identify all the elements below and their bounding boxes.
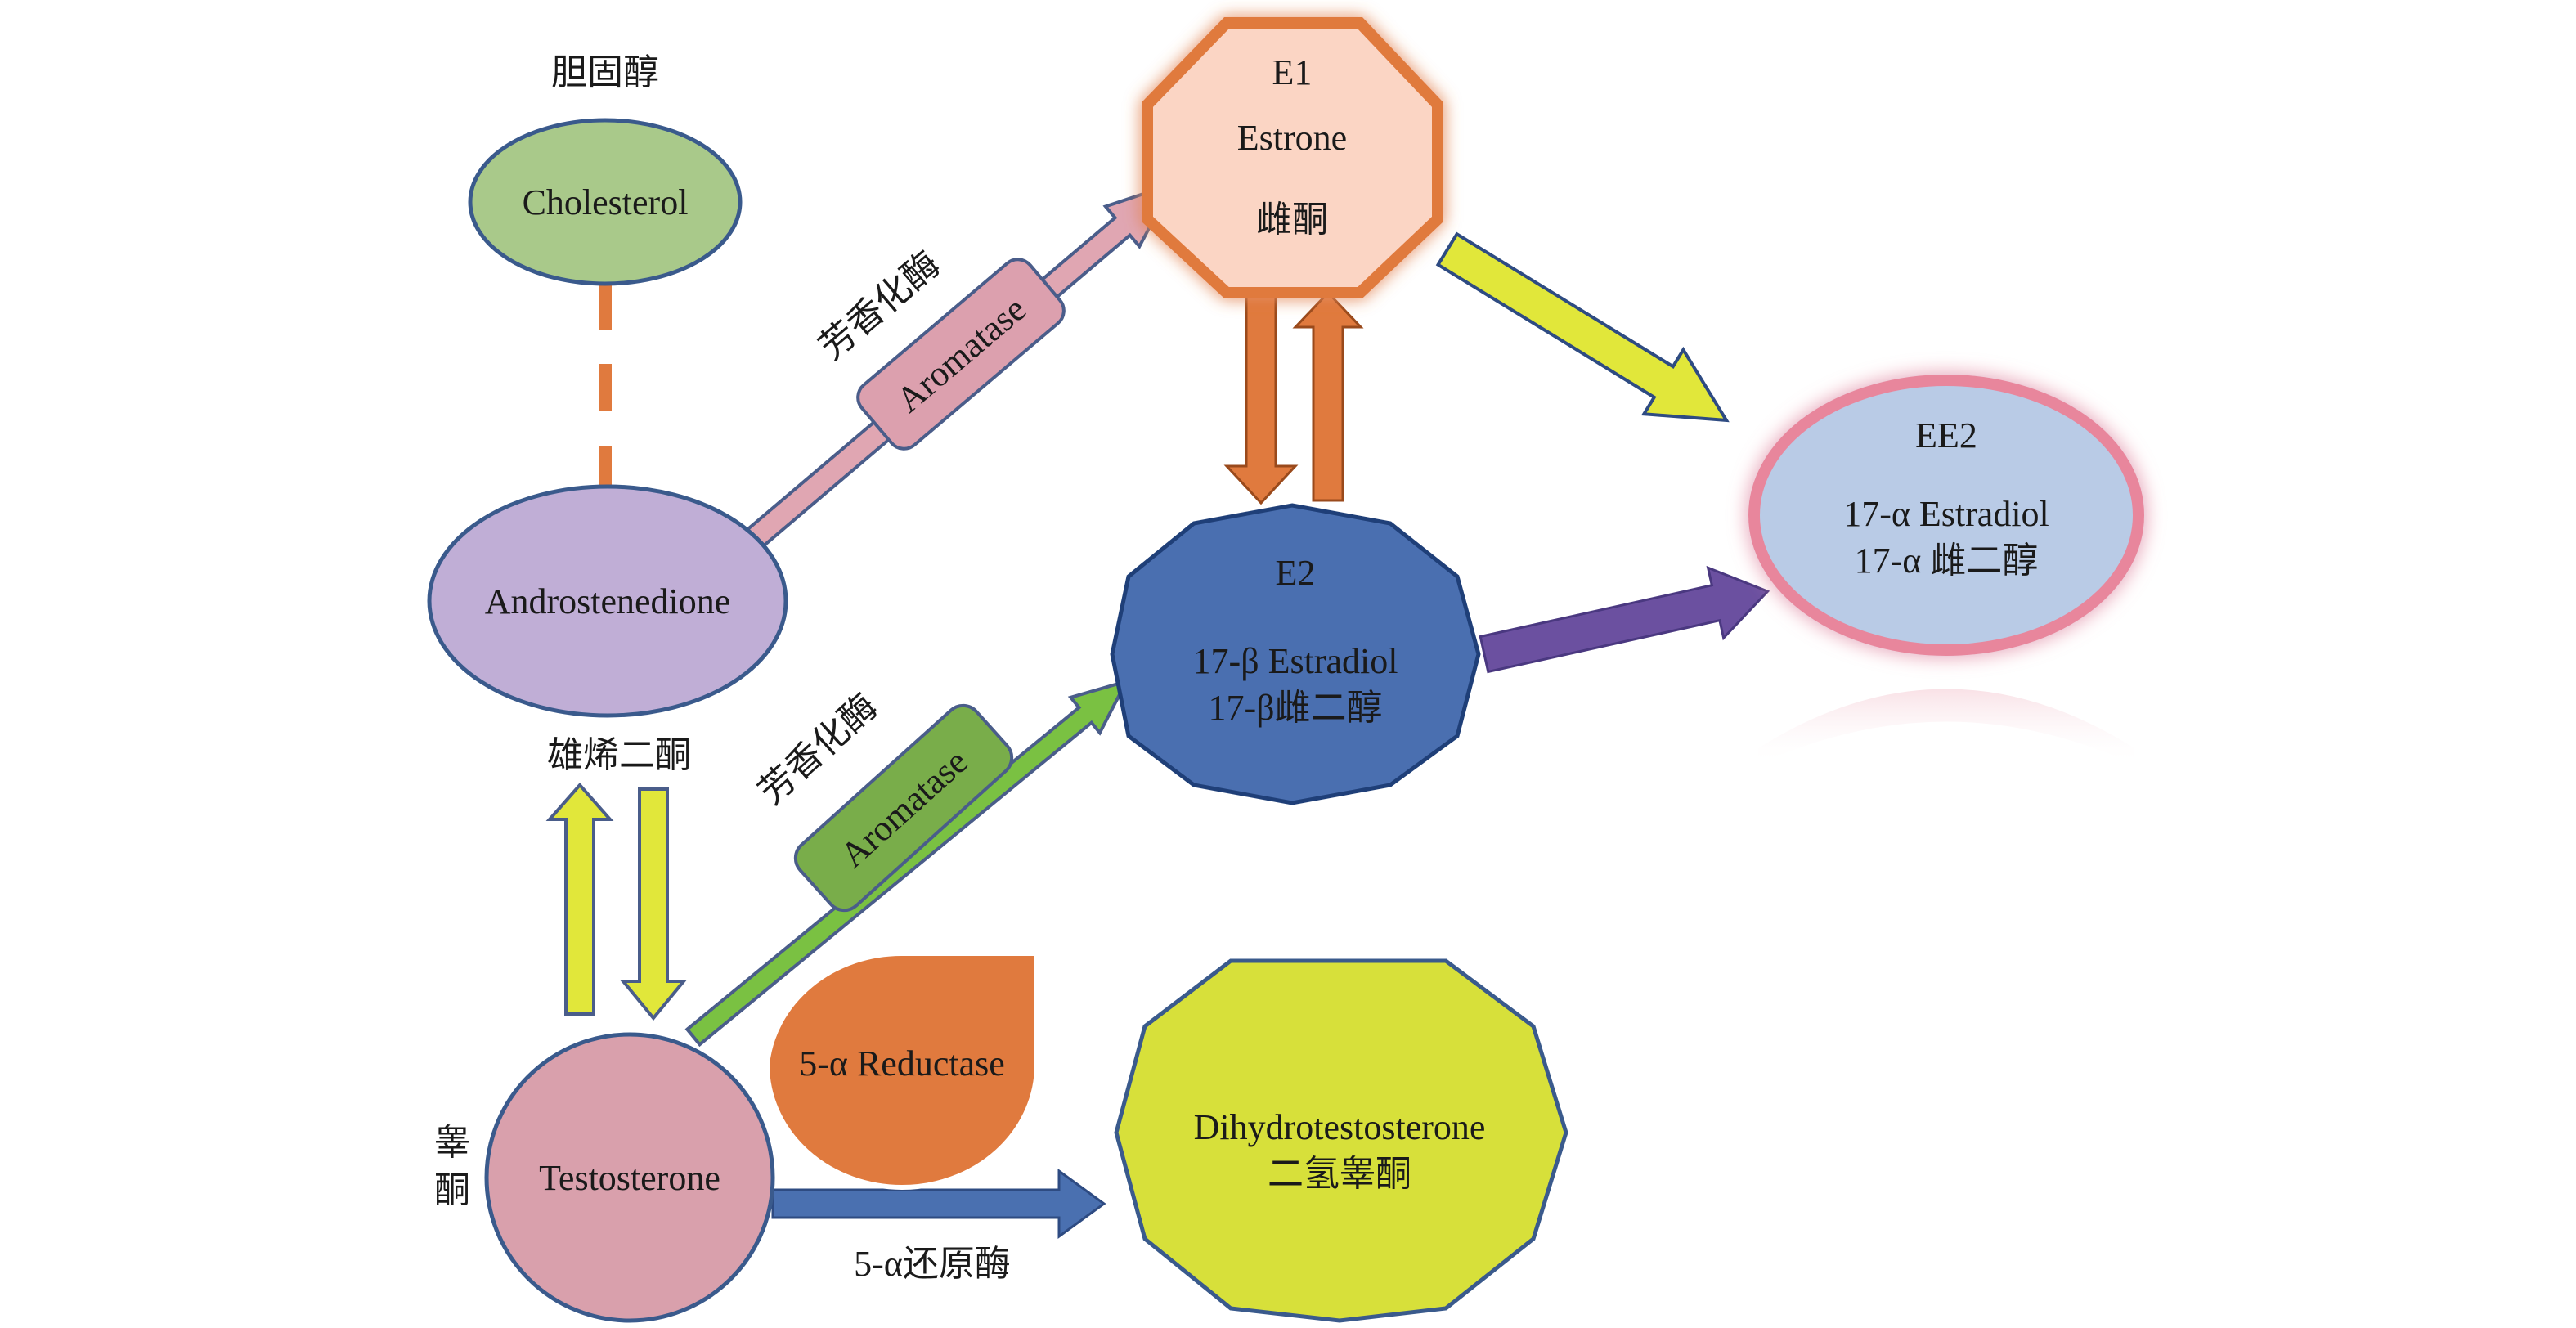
ee2-code: EE2 [1915,415,1977,455]
cholesterol-cn-label: 胆固醇 [551,52,659,92]
ee2-cn-label: 17-α 雌二醇 [1855,541,2039,581]
testosterone-label: Testosterone [539,1158,720,1198]
arrow-e2-to-e1 [1292,290,1364,502]
e1-label: Estrone [1237,118,1347,158]
node-dht: Dihydrotestosterone 二氢睾酮 [1114,958,1568,1323]
dht-label: Dihydrotestosterone [1194,1107,1486,1147]
node-ee2: EE2 17-α Estradiol 17-α 雌二醇 [1748,375,2144,765]
arrow-e2-to-ee2 [1479,565,1770,674]
testosterone-cn-label-2: 酮 [434,1170,470,1210]
arrow-testosterone-to-e2 [684,679,1130,1048]
node-cholesterol: 胆固醇 Cholesterol [468,52,743,286]
arrow-e1-to-ee2 [1435,231,1730,423]
androstenedione-label: Androstenedione [485,581,731,621]
reductase-cn-label: 5-α还原酶 [854,1244,1011,1284]
e1-code: E1 [1272,52,1313,92]
node-testosterone: Testosterone 睾 酮 [434,1032,775,1323]
arrow-androstenedione-to-testosterone [619,787,688,1021]
e2-cn-label: 17-β雌二醇 [1208,688,1382,728]
arrow-e1-to-e2 [1223,293,1299,505]
node-e2: E2 17-β Estradiol 17-β雌二醇 [1110,503,1481,805]
arrow-testosterone-to-dht [771,1169,1106,1239]
node-e1: E1 Estrone 雌酮 [1142,17,1443,298]
cholesterol-label: Cholesterol [523,182,689,222]
node-androstenedione: Androstenedione 雄烯二酮 [427,484,788,775]
testosterone-cn-label-1: 睾 [434,1123,470,1163]
e2-code: E2 [1276,553,1316,593]
dht-cn-label: 二氢睾酮 [1268,1154,1411,1194]
androstenedione-cn-label: 雄烯二酮 [547,735,691,775]
ee2-label: 17-α Estradiol [1843,494,2049,534]
ee2-reflection [1758,689,2134,765]
e2-label: 17-β Estradiol [1193,641,1398,681]
enzyme-reductase: 5-α Reductase 5-α还原酶 [764,950,1039,1284]
reductase-label: 5-α Reductase [799,1043,1005,1083]
e1-cn-label: 雌酮 [1256,200,1328,240]
arrow-testosterone-to-androstenedione [545,782,614,1016]
